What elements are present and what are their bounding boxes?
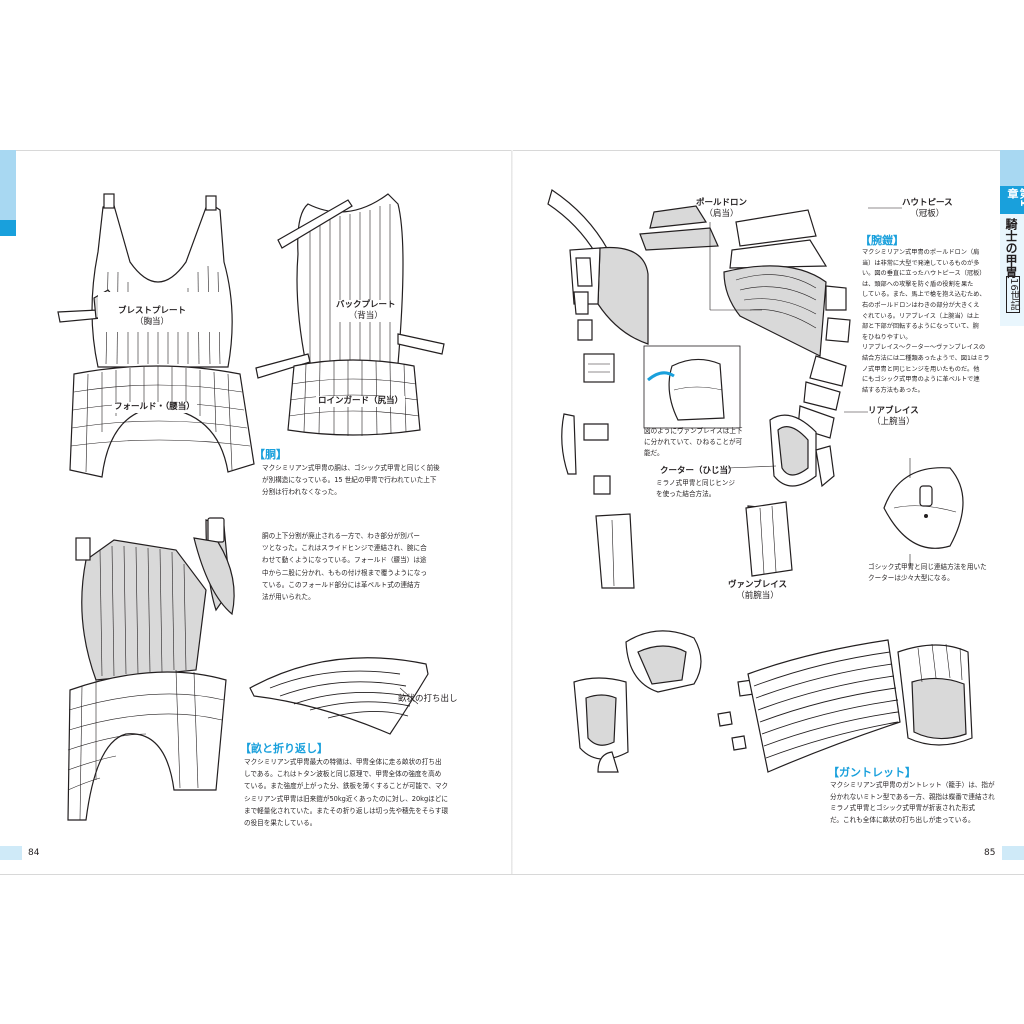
vambrace-right-illustration xyxy=(745,501,793,577)
rerebrace-label: リアブレイス（上腕当） xyxy=(868,406,919,427)
pauldron-label: ポールドロン（肩当） xyxy=(696,198,748,219)
page-number-right: 85 xyxy=(984,848,996,858)
arm-heading: 【腕鎧】 xyxy=(860,234,904,247)
gauntlet-text: マクシミリアン式甲冑のガントレット（籠手）は、指が分かれないミトン型である一方、… xyxy=(830,781,995,824)
left-chapter-tab xyxy=(0,150,16,236)
fluting-illustration xyxy=(249,657,429,735)
chapter-title: 騎士の甲冑 xyxy=(1004,218,1018,278)
backplate-label: バックプレート（背当） xyxy=(336,300,396,322)
hautepiece-leader xyxy=(868,207,902,209)
rerebrace-leader xyxy=(844,411,868,413)
hautepiece-label: ハウトピース（冠板） xyxy=(902,198,953,219)
pauldron-leader xyxy=(709,222,762,311)
bottom-rule xyxy=(0,874,1024,875)
vambrace-detail-box xyxy=(643,345,741,429)
page-number-left: 84 xyxy=(28,848,40,858)
gauntlet-heading: 【ガントレット】 xyxy=(828,766,916,779)
gothic-note: ゴシック式甲冑と同じ連結方法を用いたクーターは少々大型になる。 xyxy=(868,563,987,582)
gauntlet-illustration xyxy=(573,630,973,773)
fluting-heading: 【畝と折り返し】 xyxy=(240,742,328,755)
pauldron-illustration xyxy=(639,205,851,537)
couter-label: クーター（ひじ当） xyxy=(660,466,737,476)
couter-note: ミラノ式甲冑と同じヒンジを使った結合方法。 xyxy=(656,479,735,498)
fauld-label: フォールド・（腰当） xyxy=(112,402,197,413)
fluting-label: 畝状の打ち出し xyxy=(398,694,458,704)
chapter-label: 第1章 xyxy=(1006,188,1024,207)
right-chapter-tab: 第1章 騎士の甲冑 16世記 xyxy=(1000,150,1024,326)
arm-text: マクシミリアン式甲冑のポールドロン（肩当）は非常に大型で発達しているものが多い。… xyxy=(862,249,990,394)
couter-leader xyxy=(727,465,777,469)
side-hinge-illustration xyxy=(193,517,235,616)
torso-heading: 【胴】 xyxy=(254,448,287,461)
gothic-couter-illustration xyxy=(883,458,964,568)
vambrace-note: 図のようにヴァンブレイスは上下に分かれていて、ひねることが可能だ。 xyxy=(644,427,743,457)
book-spine xyxy=(511,150,513,874)
torso-text-2: 胴の上下分割が廃止される一方で、わき部分が別パーツとなった。これはスライドヒンジ… xyxy=(262,532,427,602)
vambrace-label: ヴァンブレイス（前腕当） xyxy=(728,580,787,601)
breastplate-label: ブレストプレート（胸当） xyxy=(118,306,187,327)
left-arm-illustration xyxy=(547,189,649,495)
vambrace-left-illustration xyxy=(595,513,635,589)
right-footer-bar xyxy=(1002,846,1024,860)
chapter-era: 16世記 xyxy=(1006,276,1020,313)
loinguard-label: ロインガード（尻当） xyxy=(316,396,406,407)
torso-text: マクシミリアン式甲冑の胴は、ゴシック式甲冑と同じく前後が別構造になっている。15… xyxy=(262,464,440,497)
left-footer-bar xyxy=(0,846,22,860)
fluting-text: マクシミリアン式甲冑最大の特徴は、甲冑全体に走る畝状の打ち出しである。これはトタ… xyxy=(244,758,449,828)
breastplate-illustration xyxy=(57,193,255,478)
